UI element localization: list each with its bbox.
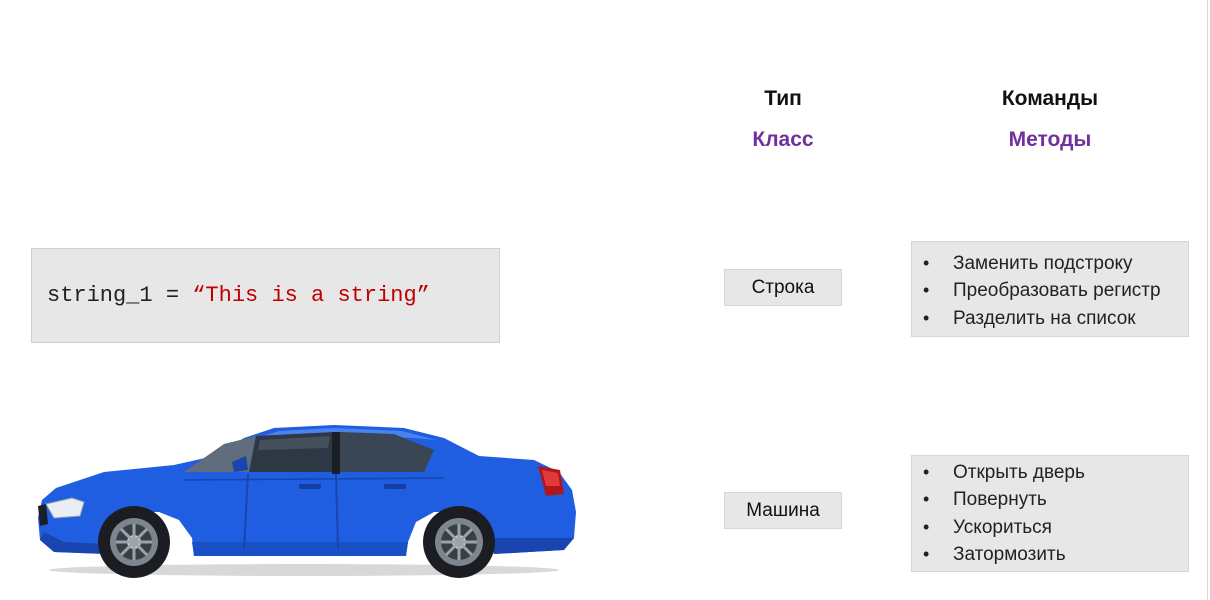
method-item: Преобразовать регистр xyxy=(912,277,1188,305)
method-item: Разделить на список xyxy=(912,305,1188,333)
method-item: Ускориться xyxy=(912,514,1188,542)
type-box-car: Машина xyxy=(724,492,842,529)
type-box-string: Строка xyxy=(724,269,842,306)
methods-list-string: Заменить подстроку Преобразовать регистр… xyxy=(911,241,1189,337)
commands-header: Команды xyxy=(1001,87,1099,110)
method-item: Затормозить xyxy=(912,541,1188,569)
code-example-box: string_1 = “This is a string” xyxy=(31,248,500,343)
type-label: Строка xyxy=(751,276,815,298)
method-item: Открыть дверь xyxy=(912,459,1188,487)
blue-car-icon xyxy=(38,425,576,578)
methods-subheader: Методы xyxy=(1008,128,1092,151)
slide-right-border xyxy=(1207,0,1208,600)
method-item: Заменить подстроку xyxy=(912,250,1188,278)
type-header: Тип xyxy=(764,87,802,110)
class-subheader: Класс xyxy=(752,128,814,151)
code-string-literal: “This is a string” xyxy=(192,283,430,308)
code-variable: string_1 = xyxy=(47,283,193,308)
methods-list-car: Открыть дверь Повернуть Ускориться Затор… xyxy=(911,455,1189,572)
type-label: Машина xyxy=(746,499,820,521)
method-item: Повернуть xyxy=(912,486,1188,514)
